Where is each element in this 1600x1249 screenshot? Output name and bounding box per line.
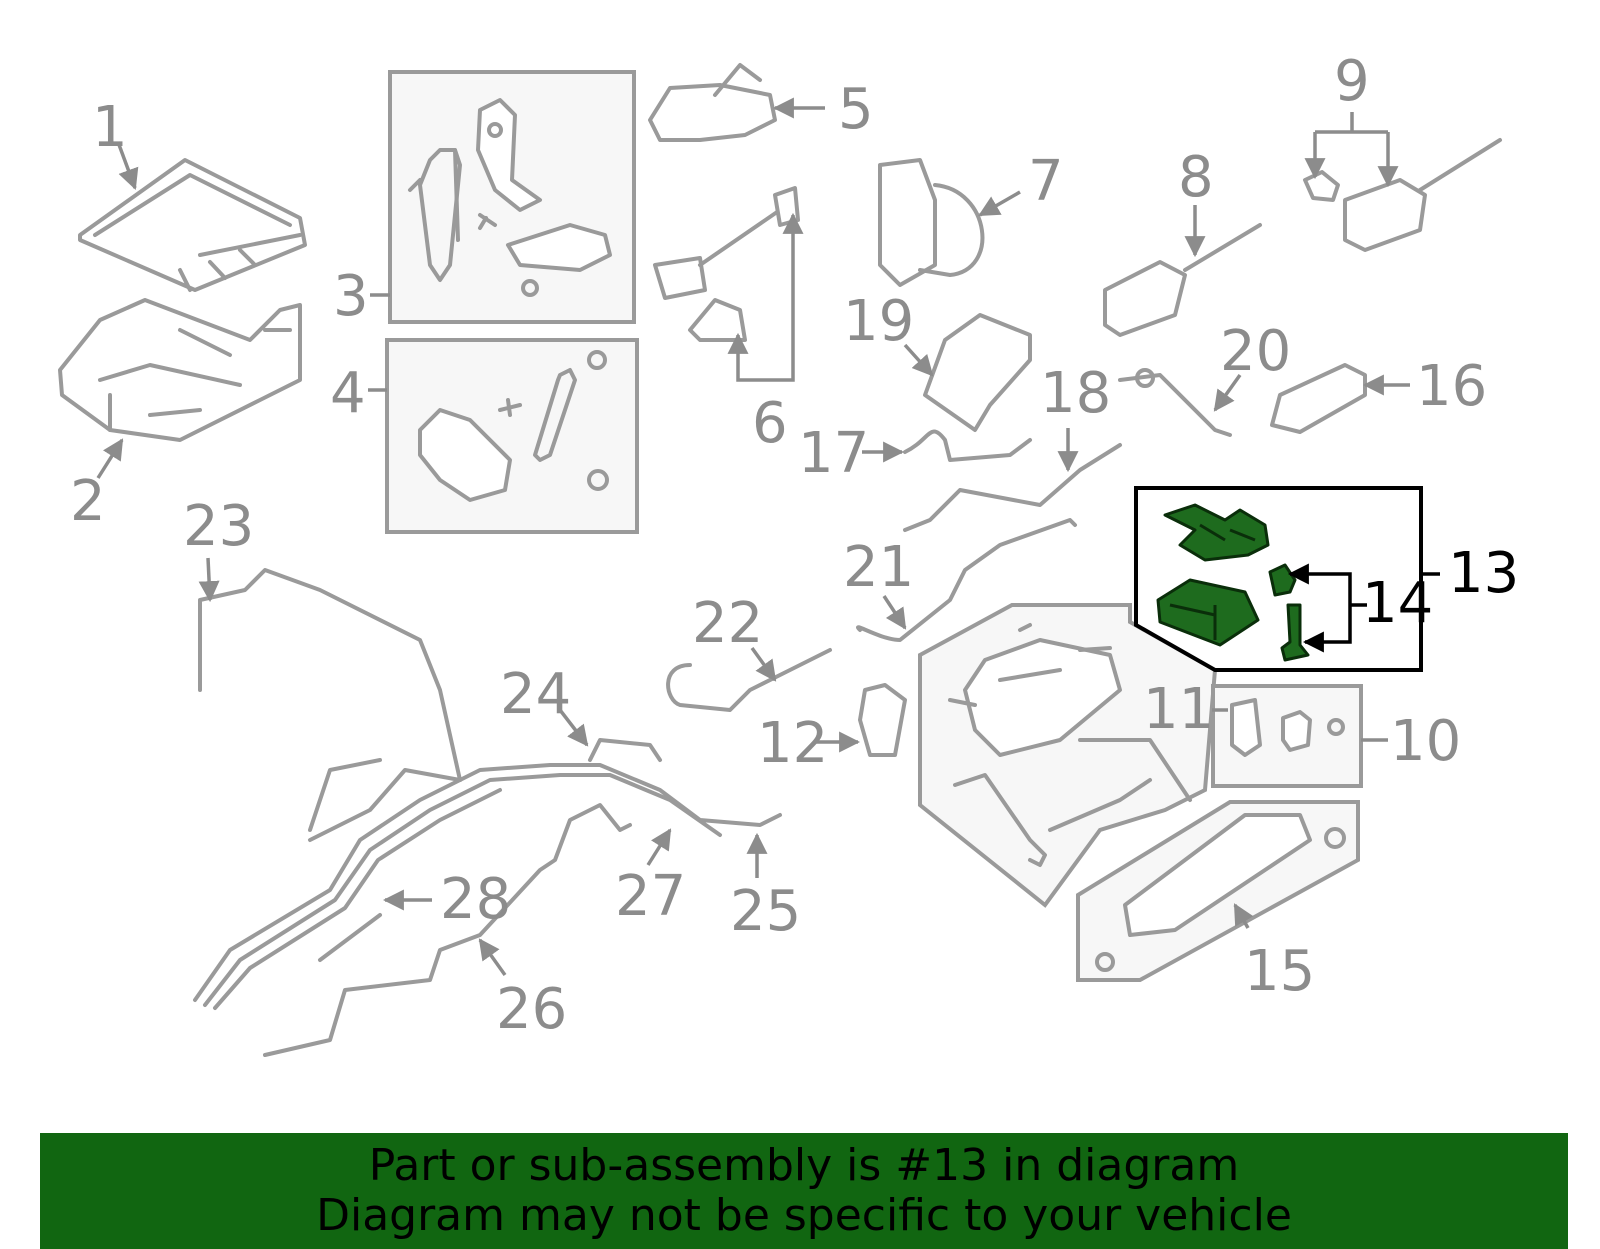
banner-line-1: Part or sub-assembly is #13 in diagram <box>368 1140 1240 1191</box>
sensor-kit-box-4[interactable] <box>385 338 639 534</box>
callout-20[interactable]: 20 <box>1220 319 1291 384</box>
callout-24[interactable]: 24 <box>500 662 571 727</box>
callout-labels: 1 2 3 4 5 6 7 8 9 10 11 12 13 14 15 16 1… <box>70 49 1519 1042</box>
air-line-22[interactable] <box>666 648 832 712</box>
air-line-17[interactable] <box>903 429 1032 462</box>
valve-part-7[interactable] <box>878 158 985 287</box>
callout-17[interactable]: 17 <box>798 421 869 486</box>
callout-9[interactable]: 9 <box>1334 49 1370 114</box>
air-line-21[interactable] <box>856 518 1077 642</box>
callout-4[interactable]: 4 <box>330 361 366 426</box>
parts-diagram: 1 2 3 4 5 6 7 8 9 10 11 12 13 14 15 16 1… <box>58 49 1519 1057</box>
callout-14[interactable]: 14 <box>1362 571 1433 636</box>
callout-28[interactable]: 28 <box>440 867 511 932</box>
air-line-18[interactable] <box>903 443 1122 532</box>
callout-23[interactable]: 23 <box>183 494 254 559</box>
callout-22[interactable]: 22 <box>692 591 763 656</box>
callout-8[interactable]: 8 <box>1178 145 1214 210</box>
sensor-part-5[interactable] <box>648 63 777 142</box>
callout-1[interactable]: 1 <box>92 95 128 160</box>
callout-15[interactable]: 15 <box>1244 939 1315 1004</box>
leader-lines <box>96 97 1410 977</box>
compressor-assembly-panel[interactable] <box>918 603 1218 908</box>
callout-12[interactable]: 12 <box>757 711 828 776</box>
callout-27[interactable]: 27 <box>615 864 686 929</box>
air-lines-23-28[interactable] <box>193 568 782 1057</box>
sensor-kit-box-3[interactable] <box>388 70 636 324</box>
bracket-tray-part[interactable] <box>58 298 302 442</box>
control-module-part[interactable] <box>78 158 307 292</box>
sensor-part-6[interactable] <box>653 186 800 342</box>
callout-26[interactable]: 26 <box>496 977 567 1042</box>
connector-part-9[interactable] <box>1303 138 1502 252</box>
air-reservoir-panel-15[interactable] <box>1076 800 1360 982</box>
callout-21[interactable]: 21 <box>843 535 914 600</box>
callout-7[interactable]: 7 <box>1028 149 1064 214</box>
callout-25[interactable]: 25 <box>730 879 801 944</box>
sensor-part-20[interactable] <box>1118 368 1232 437</box>
info-banner: Part or sub-assembly is #13 in diagram D… <box>40 1133 1568 1249</box>
banner-line-2: Diagram may not be specific to your vehi… <box>316 1190 1292 1241</box>
callout-10[interactable]: 10 <box>1390 709 1461 774</box>
mount-kit-box-10[interactable] <box>1211 684 1363 788</box>
callout-2[interactable]: 2 <box>70 469 106 534</box>
leader-lines-highlight <box>1287 563 1440 653</box>
callout-13[interactable]: 13 <box>1448 541 1519 606</box>
valve-part-19[interactable] <box>923 313 1032 432</box>
callout-5[interactable]: 5 <box>838 77 874 142</box>
callout-19[interactable]: 19 <box>843 289 914 354</box>
callout-3[interactable]: 3 <box>333 264 369 329</box>
callout-6[interactable]: 6 <box>752 391 788 456</box>
callout-18[interactable]: 18 <box>1040 361 1111 426</box>
callout-11[interactable]: 11 <box>1143 677 1214 742</box>
connector-part-8[interactable] <box>1103 223 1262 337</box>
callout-16[interactable]: 16 <box>1416 354 1487 419</box>
bracket-part-12[interactable] <box>858 683 907 757</box>
